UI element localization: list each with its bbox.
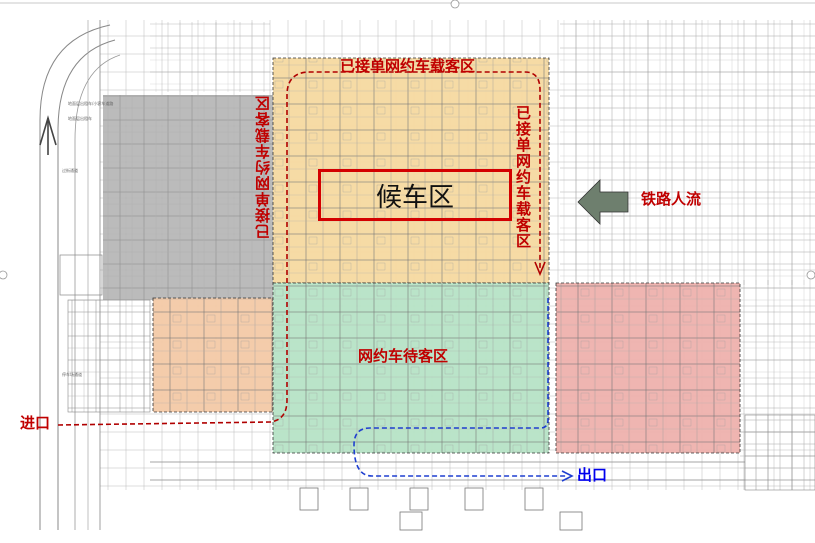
waiting-hall-box: 候车区 (318, 169, 512, 221)
rail-flow-label: 铁路人流 (641, 190, 702, 208)
tiny-note: 停车场通道 (62, 372, 82, 377)
top-pickup-label: 已接单网约车载客区 (340, 57, 476, 75)
rail-flow-arrow-icon (577, 179, 629, 225)
left-pickup-label: 已接单网约车载客区 (254, 95, 272, 239)
tiny-note: 过街通道 (62, 168, 78, 173)
exit-label: 出口 (577, 466, 608, 484)
entrance-label: 进口 (20, 414, 51, 432)
waiting-hall-label: 候车区 (375, 182, 454, 213)
tiny-note: 地面层出租车 (68, 116, 92, 121)
waiting-cars-label: 网约车待客区 (358, 347, 449, 365)
tiny-note: 地面层出租车/小客车道路 (68, 101, 114, 106)
right-pickup-label: 已接单网约车载客区 (514, 105, 532, 249)
